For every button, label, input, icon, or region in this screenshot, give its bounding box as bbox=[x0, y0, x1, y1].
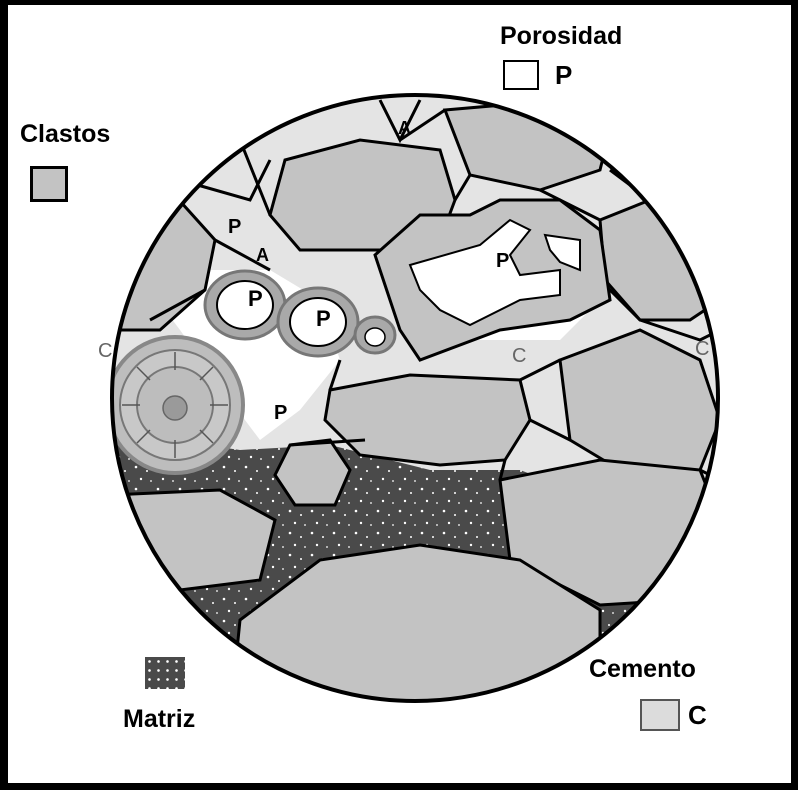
porosity-mark-5: P bbox=[274, 402, 287, 425]
legend-cement-letter: C bbox=[688, 700, 707, 731]
clast-lower-left bbox=[110, 490, 275, 590]
porosity-mark-3: P bbox=[316, 306, 331, 332]
legend-matrix-title: Matriz bbox=[123, 705, 195, 734]
porosity-mark-2: P bbox=[248, 286, 263, 312]
radial-fossil-grain bbox=[107, 337, 243, 473]
legend-clasts-title: Clastos bbox=[20, 120, 110, 149]
intraclast-mark-2: A bbox=[398, 118, 411, 139]
cement-mark-1: C bbox=[98, 340, 112, 363]
intraclast-mark-1: A bbox=[256, 245, 269, 266]
legend-clasts-swatch bbox=[30, 166, 68, 202]
legend-porosity-title: Porosidad bbox=[500, 22, 622, 51]
legend-porosity-swatch bbox=[503, 60, 539, 90]
clast-center bbox=[325, 375, 530, 465]
cement-mark-3: C bbox=[695, 338, 709, 361]
legend-matrix-swatch bbox=[145, 657, 185, 689]
porosity-mark-1: P bbox=[228, 216, 241, 239]
legend-cement-swatch bbox=[640, 699, 680, 731]
legend-cement-title: Cemento bbox=[589, 655, 696, 684]
porosity-mark-4: P bbox=[496, 250, 509, 273]
legend-porosity-letter: P bbox=[555, 60, 572, 91]
cement-mark-2: C bbox=[512, 345, 526, 368]
